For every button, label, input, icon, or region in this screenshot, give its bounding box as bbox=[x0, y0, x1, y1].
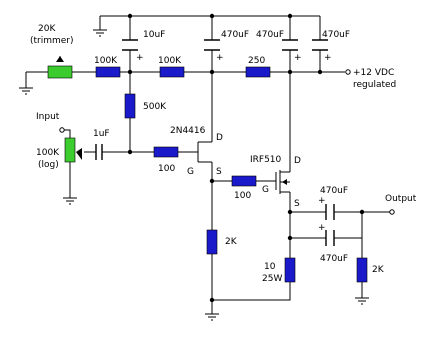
volume-potentiometer bbox=[64, 137, 76, 163]
input-label: Input bbox=[36, 112, 60, 122]
ground-symbol bbox=[205, 313, 219, 321]
r-source2-value-label: 10 bbox=[264, 262, 276, 272]
volume-pot-value-label: 100K bbox=[36, 148, 60, 158]
q2-part-label: IRF510 bbox=[250, 155, 282, 165]
resistor-10-25w bbox=[284, 257, 296, 283]
r-supply2-label: 100K bbox=[158, 56, 182, 66]
q2-source-pin-label: S bbox=[294, 199, 300, 209]
resistor-2k-load bbox=[356, 257, 368, 283]
r-source2-power-label: 25W bbox=[262, 274, 282, 284]
c-filter3-label: 470uF bbox=[256, 30, 284, 40]
capacitor-470uf-filter-1 bbox=[204, 39, 220, 51]
c-filter2-label: 470uF bbox=[221, 30, 249, 40]
r-supply1-label: 100K bbox=[94, 56, 118, 66]
plus-sign: + bbox=[136, 53, 144, 63]
plus-sign: + bbox=[318, 223, 326, 233]
jfet-q1 bbox=[197, 138, 213, 166]
capacitor-470uf-output-bottom bbox=[325, 230, 335, 246]
q1-gate-pin-label: G bbox=[187, 167, 194, 177]
r-load-label: 2K bbox=[372, 265, 385, 275]
q2-drain-pin-label: D bbox=[294, 156, 301, 166]
supply-note-label: regulated bbox=[353, 80, 396, 90]
plus-sign: + bbox=[216, 53, 224, 63]
wiring bbox=[25, 15, 390, 314]
ground-symbol bbox=[19, 87, 33, 95]
output-label: Output bbox=[385, 194, 417, 204]
supply-terminal bbox=[345, 69, 351, 75]
q1-drain-pin-label: D bbox=[216, 133, 223, 143]
q1-source-pin-label: S bbox=[216, 167, 222, 177]
mosfet-q2 bbox=[268, 168, 291, 194]
resistor-100k-supply-1 bbox=[95, 66, 121, 78]
trimmer-note-label: (trimmer) bbox=[30, 36, 74, 46]
r-source1-label: 2K bbox=[225, 237, 238, 247]
c-in-label: 1uF bbox=[93, 129, 110, 139]
r-gate1-label: 100 bbox=[158, 164, 175, 174]
c-filter1-label: 10uF bbox=[143, 30, 165, 40]
trimmer-potentiometer bbox=[47, 65, 73, 79]
c-out-bottom-label: 470uF bbox=[320, 254, 348, 264]
ground-symbol bbox=[355, 297, 369, 305]
c-filter4-label: 470uF bbox=[322, 30, 350, 40]
supply-voltage-label: +12 VDC bbox=[353, 68, 394, 78]
q1-part-label: 2N4416 bbox=[170, 126, 206, 136]
capacitor-470uf-filter-2 bbox=[282, 39, 298, 51]
volume-pot-taper-label: (log) bbox=[38, 160, 59, 170]
resistor-100-gate-q1 bbox=[153, 146, 179, 158]
c-out-top-label: 470uF bbox=[320, 186, 348, 196]
trimmer-value-label: 20K bbox=[38, 24, 56, 34]
resistor-2k-source bbox=[206, 229, 218, 255]
ground-symbol bbox=[63, 197, 77, 205]
plus-sign: + bbox=[324, 53, 332, 63]
q2-gate-pin-label: G bbox=[262, 185, 269, 195]
r-gate2-label: 100 bbox=[234, 191, 251, 201]
trimmer-wiper-arrow bbox=[56, 56, 64, 62]
output-terminal bbox=[389, 209, 395, 215]
volume-wiper-arrow bbox=[76, 148, 82, 160]
plus-sign: + bbox=[318, 196, 326, 206]
capacitor-470uf-output-top bbox=[325, 204, 335, 220]
resistor-100-gate-q2 bbox=[231, 175, 257, 187]
ground-symbol bbox=[93, 29, 107, 37]
resistor-250-supply bbox=[245, 66, 271, 78]
capacitor-470uf-filter-3 bbox=[312, 39, 328, 51]
capacitor-10uf bbox=[122, 39, 138, 51]
resistor-500k-bias bbox=[124, 93, 136, 119]
r-supply3-label: 250 bbox=[248, 56, 265, 66]
input-terminal bbox=[59, 127, 65, 133]
plus-sign: + bbox=[294, 53, 302, 63]
r-bias-label: 500K bbox=[143, 102, 167, 112]
junction-dots bbox=[127, 13, 365, 303]
capacitor-1uf-input bbox=[95, 144, 103, 160]
resistor-100k-supply-2 bbox=[159, 66, 185, 78]
